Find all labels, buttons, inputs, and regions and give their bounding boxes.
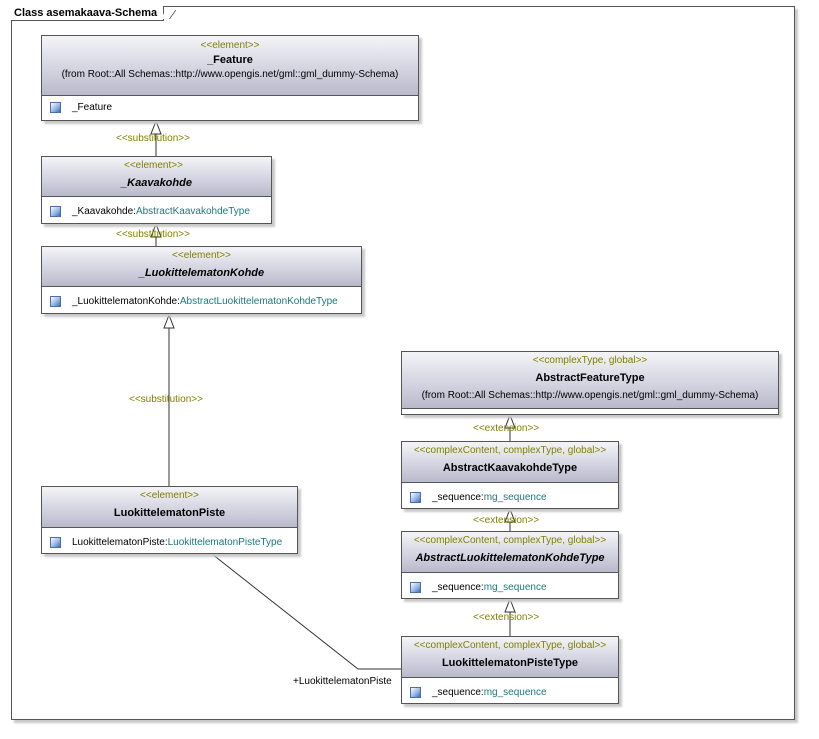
attribute-name: _Feature [72, 102, 113, 113]
association-role-label: +LuokittelematonPiste [293, 676, 392, 687]
attribute-row: _sequence:mg_sequence [402, 492, 618, 504]
class-luokittelematon-kohde[interactable]: <<element>> _LuokittelematonKohde _Luoki… [41, 246, 362, 314]
substitution-label-3: <<substitution>> [129, 394, 203, 405]
substitution-arrow-1 [150, 119, 162, 135]
attribute-row: _Kaavakohde:AbstractKaavakohdeType [42, 206, 271, 218]
extension-arrow-1 [504, 413, 516, 429]
class-feature-header: <<element>> _Feature (from Root::All Sch… [42, 36, 418, 96]
class-abstract-feature-type-header: <<complexType, global>> AbstractFeatureT… [402, 352, 778, 409]
attribute-row: _sequence:mg_sequence [402, 582, 618, 594]
attribute-name: _sequence: [432, 582, 484, 593]
class-abstract-luokittelematon-kohde-type[interactable]: <<complexContent, complexType, global>> … [401, 531, 619, 599]
stereotype-label: <<complexType, global>> [532, 355, 648, 366]
class-abstract-kaavakohde-type[interactable]: <<complexContent, complexType, global>> … [401, 441, 619, 509]
class-luokittelematon-piste-type[interactable]: <<complexContent, complexType, global>> … [401, 636, 619, 704]
class-name: AbstractFeatureType [535, 372, 645, 384]
stereotype-label: <<complexContent, complexType, global>> [413, 445, 607, 456]
attribute-name: _LuokittelematonKohde: [72, 296, 180, 307]
class-origin: (from Root::All Schemas::http://www.open… [421, 390, 759, 401]
class-name: _LuokittelematonKohde [138, 267, 265, 279]
attribute-type: AbstractKaavakohdeType [135, 206, 250, 217]
class-feature[interactable]: <<element>> _Feature (from Root::All Sch… [41, 35, 419, 121]
attribute-name: LuokittelematonPiste: [72, 537, 168, 548]
substitution-arrow-3 [163, 313, 175, 329]
extension-arrow-3 [504, 597, 516, 613]
attribute-icon [410, 582, 421, 593]
stereotype-label: <<element>> [140, 490, 199, 501]
attribute-name: _sequence: [432, 687, 484, 698]
attribute-row: _Feature [42, 102, 418, 114]
class-luokittelematon-piste[interactable]: <<element>> LuokittelematonPiste Luokitt… [41, 486, 298, 554]
substitution-label-1: <<substitution>> [116, 133, 190, 144]
stereotype-label: <<complexContent, complexType, global>> [413, 640, 607, 651]
attribute-icon [50, 537, 61, 548]
extension-arrow-2 [504, 507, 516, 523]
class-abstract-kaavakohde-type-header: <<complexContent, complexType, global>> … [402, 442, 618, 483]
class-name: AbstractKaavakohdeType [442, 462, 578, 474]
extension-label-1: <<extension>> [473, 423, 540, 434]
class-name: AbstractLuokittelematonKohdeType [415, 552, 605, 564]
attribute-type: mg_sequence [483, 582, 547, 593]
attribute-type: AbstractLuokittelematonKohdeType [179, 296, 338, 307]
attribute-row: _LuokittelematonKohde:AbstractLuokittele… [42, 296, 361, 308]
attribute-row: _sequence:mg_sequence [402, 687, 618, 699]
class-kaavakohde[interactable]: <<element>> _Kaavakohde _Kaavakohde:Abst… [41, 156, 272, 224]
class-abstract-feature-type[interactable]: <<complexType, global>> AbstractFeatureT… [401, 351, 779, 415]
stereotype-label: <<element>> [124, 160, 183, 171]
attribute-icon [50, 102, 61, 113]
attribute-icon [50, 296, 61, 307]
class-name: LuokittelematonPisteType [441, 657, 579, 669]
class-kaavakohde-header: <<element>> _Kaavakohde [42, 157, 271, 197]
attribute-type: mg_sequence [483, 492, 547, 503]
attribute-icon [50, 206, 61, 217]
extension-label-3: <<extension>> [473, 612, 540, 623]
attribute-name: _Kaavakohde: [72, 206, 136, 217]
class-luokittelematon-kohde-header: <<element>> _LuokittelematonKohde [42, 247, 361, 287]
attribute-type: LuokittelematonPisteType [167, 537, 283, 548]
attribute-icon [410, 687, 421, 698]
class-luokittelematon-piste-type-header: <<complexContent, complexType, global>> … [402, 637, 618, 678]
extension-label-2: <<extension>> [473, 515, 540, 526]
stereotype-label: <<complexContent, complexType, global>> [413, 535, 607, 546]
class-name: _Feature [207, 54, 253, 66]
substitution-label-2: <<substitution>> [116, 229, 190, 240]
attribute-row: LuokittelematonPiste:LuokittelematonPist… [42, 537, 297, 549]
association-line [211, 553, 402, 670]
stereotype-label: <<element>> [200, 40, 260, 51]
class-abstract-luokittelematon-kohde-type-header: <<complexContent, complexType, global>> … [402, 532, 618, 573]
class-name: LuokittelematonPiste [113, 507, 226, 519]
class-origin: (from Root::All Schemas::http://www.open… [61, 69, 399, 80]
attribute-type: mg_sequence [483, 687, 547, 698]
class-luokittelematon-piste-header: <<element>> LuokittelematonPiste [42, 487, 297, 528]
class-name: _Kaavakohde [121, 177, 192, 189]
substitution-arrow-2 [150, 222, 162, 238]
stereotype-label: <<element>> [172, 250, 231, 261]
diagram-title: Class asemakaava-Schema [11, 6, 165, 21]
attribute-icon [410, 492, 421, 503]
attribute-name: _sequence: [432, 492, 484, 503]
